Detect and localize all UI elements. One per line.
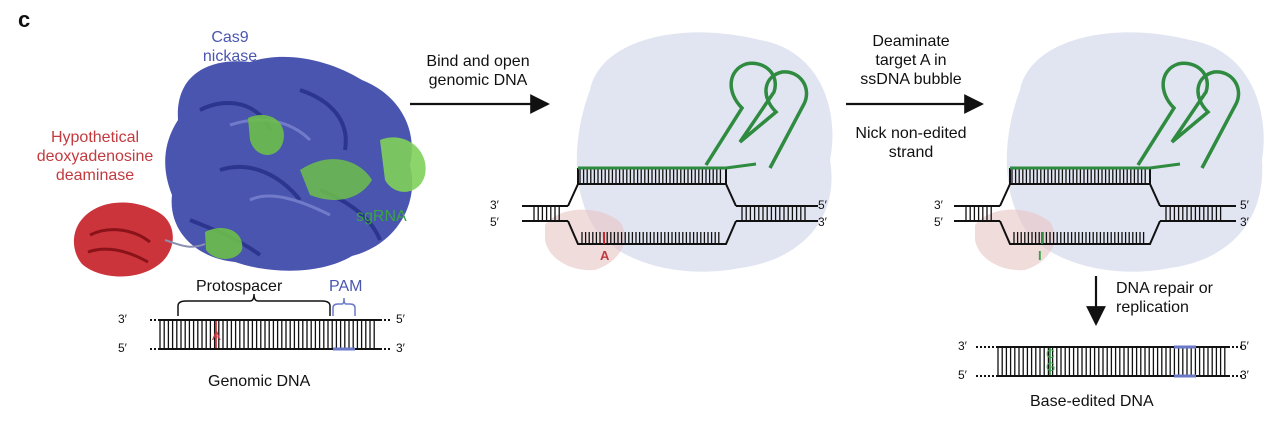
genomic-end-bottom-left: 5′	[118, 341, 127, 355]
bubble2-end-bottom-left: 5′	[934, 215, 943, 229]
cas9-label-line1: Cas9	[211, 29, 249, 46]
cas9-label: Cas9 nickase	[190, 28, 270, 66]
bubble-strand-top	[567, 168, 579, 207]
sgrna-hairpin-1	[704, 61, 809, 169]
panel-label: c	[18, 7, 31, 32]
step-bind-label: Bind and open genomic DNA	[404, 52, 552, 90]
cas9-label-line2: nickase	[202, 48, 258, 65]
faded-complex-1	[545, 32, 833, 272]
step-nick-line2: strand	[888, 144, 934, 161]
genomic-dna	[150, 293, 392, 351]
bubble1-base-a: A	[600, 248, 610, 263]
bubble-strand-bottom	[567, 220, 737, 245]
edited-base-g: G	[1046, 360, 1056, 374]
bubble-dna-1	[522, 162, 818, 245]
genomic-dna-caption: Genomic DNA	[208, 373, 311, 390]
step-deaminate-line2: target A in	[875, 52, 947, 69]
step-deaminate-label: Deaminate target A in ssDNA bubble	[836, 32, 986, 89]
step-deaminate-line3: ssDNA bubble	[860, 71, 962, 88]
guide-tail	[725, 162, 757, 170]
step-repair-line2: replication	[1116, 299, 1189, 316]
sgrna-structure	[205, 115, 426, 259]
step-nick-label: Nick non-edited strand	[836, 124, 986, 162]
sgrna-label: sgRNA	[356, 208, 407, 225]
step-repair-line1: DNA repair or	[1116, 280, 1213, 297]
cas9-nickase-structure	[165, 56, 413, 271]
bubble1-end-bottom-left: 5′	[490, 215, 499, 229]
protospacer-label: Protospacer	[196, 278, 283, 295]
step-bind-line1: Bind and open	[426, 53, 530, 70]
edited-base-c: C	[1046, 347, 1055, 361]
bubble2-base-i: I	[1038, 248, 1042, 263]
edited-end-top-right: 5′	[1240, 339, 1249, 353]
protospacer-bracket	[177, 293, 331, 316]
deaminase-label-line1: Hypothetical	[50, 129, 140, 146]
bubble2-end-bottom-right: 3′	[1240, 215, 1249, 229]
base-edited-dna	[976, 345, 1244, 378]
step-nick-line1: Nick non-edited	[855, 125, 967, 142]
genomic-end-top-right: 5′	[396, 312, 405, 326]
bubble2-end-top-right: 5′	[1240, 198, 1249, 212]
step-repair-label: DNA repair or replication	[1116, 279, 1213, 317]
step-bind-line2: genomic DNA	[428, 72, 528, 89]
deaminase-label: Hypothetical deoxyadenosine deaminase	[12, 128, 178, 185]
deaminase-structure	[73, 202, 206, 277]
edited-dna-caption: Base-edited DNA	[1030, 393, 1154, 410]
genomic-end-top-left: 3′	[118, 312, 127, 326]
sgrna-hairpin-2	[1136, 61, 1241, 169]
genomic-base-a: A	[212, 328, 221, 343]
step-deaminate-line1: Deaminate	[872, 33, 950, 50]
bubble-dna-2	[954, 162, 1236, 245]
guide-tail	[1149, 162, 1181, 170]
pam-label: PAM	[329, 278, 363, 295]
bubble2-end-top-left: 3′	[934, 198, 943, 212]
edited-end-bottom-left: 5′	[958, 368, 967, 382]
bubble1-end-top-left: 3′	[490, 198, 499, 212]
bubble-strand-bottom	[999, 220, 1161, 245]
deaminase-label-line3: deaminase	[55, 167, 135, 184]
edited-end-bottom-right: 3′	[1240, 368, 1249, 382]
bubble1-end-top-right: 5′	[818, 198, 827, 212]
deaminase-label-line2: deoxyadenosine	[36, 148, 154, 165]
faded-complex-2	[975, 32, 1264, 272]
genomic-end-bottom-right: 3′	[396, 341, 405, 355]
bubble1-end-bottom-right: 3′	[818, 215, 827, 229]
edited-end-top-left: 3′	[958, 339, 967, 353]
pam-bracket	[332, 297, 356, 316]
